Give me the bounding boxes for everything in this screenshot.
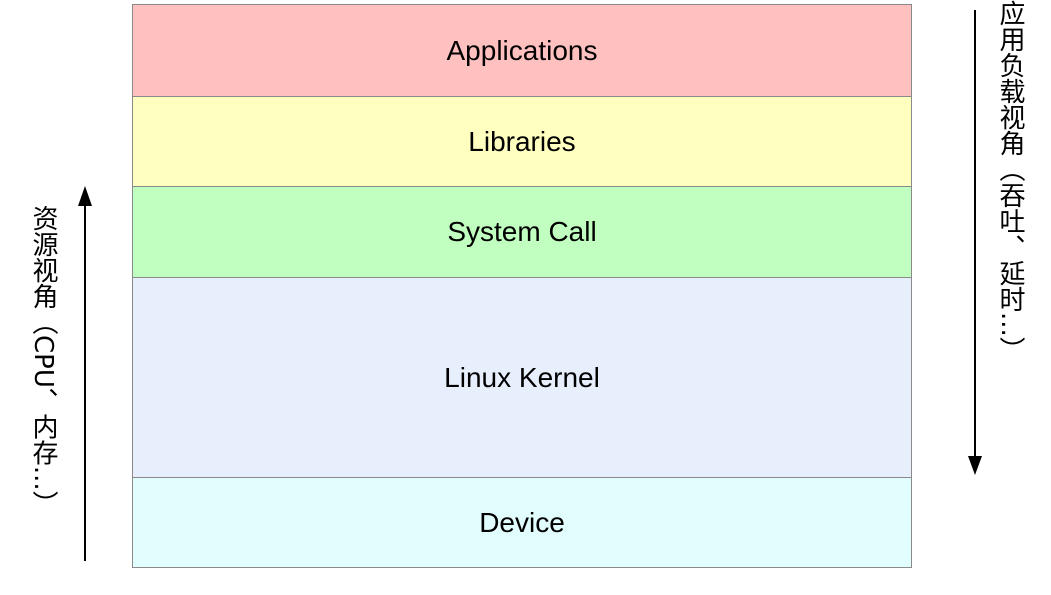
layer-label: Libraries	[468, 125, 576, 157]
layer-label: System Call	[447, 216, 597, 247]
layer-label: Linux Kernel	[444, 361, 600, 393]
device-layer: Device	[132, 477, 912, 568]
layer-label: Device	[479, 506, 565, 538]
linux-kernel-layer: Linux Kernel	[132, 277, 912, 478]
system-call-layer: System Call	[132, 186, 912, 278]
workload-perspective-arrow	[968, 10, 982, 475]
layer-label: Applications	[446, 34, 598, 66]
system-layer-stack: Applications Libraries System Call Linux…	[132, 4, 912, 568]
resource-perspective-arrow	[78, 186, 92, 561]
resource-perspective-label: 资源视角（CPU、内存...）	[28, 205, 58, 517]
applications-layer: Applications	[132, 4, 912, 97]
libraries-layer: Libraries	[132, 96, 912, 187]
workload-perspective-label: 应用负载视角（吞吐、延时...）	[995, 0, 1025, 363]
